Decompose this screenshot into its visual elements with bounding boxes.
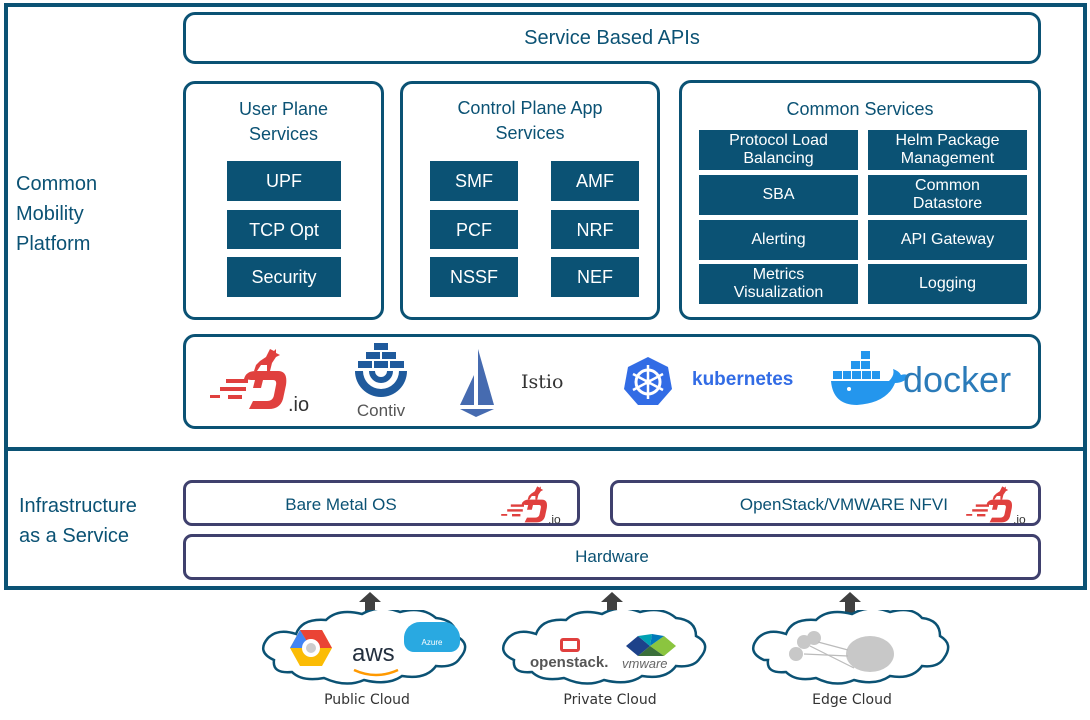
user-plane-title: User Plane Services [186,97,381,147]
bare-metal-os-label: Bare Metal OS [285,495,397,514]
tile-line: API Gateway [900,231,995,248]
service-tile-nrf: NRF [551,210,639,249]
title-line: Control Plane App [457,98,603,118]
platform-label-line: Common [16,173,98,195]
service-tile-security: Security [227,257,341,297]
common-service-tile: Logging [868,264,1027,304]
fdio-text: .io [548,513,561,526]
contiv-logo-icon [355,343,407,397]
platform-label-line: Platform [16,233,91,255]
fdio-small-logo: .io [498,484,568,526]
fdio-logo-icon: .io [966,486,1026,526]
fdio-text: .io [1013,513,1026,526]
bare-metal-os-box: Bare Metal OS .io [183,480,580,526]
edge-nodes-icon [789,631,894,672]
title-line: User Plane [238,99,329,119]
control-plane-services-box: Control Plane App Services SMF AMF PCF N… [400,81,660,320]
technology-logos-box: .io Contiv Istio [183,334,1041,429]
cloud-icon [501,610,707,685]
tile-line: Metrics [752,266,805,283]
title-line: Services [248,124,319,144]
hardware-label: Hardware [575,547,649,566]
google-cloud-icon [290,630,332,666]
common-service-tile: SBA [699,175,858,215]
fdio-logo-icon: .io [501,486,561,526]
title-line: Services [495,123,565,143]
service-based-apis-box: Service Based APIs [183,12,1041,64]
docker-label: docker [903,359,1012,400]
common-service-tile: Alerting [699,220,858,260]
platform-label-line: Mobility [16,203,84,225]
edge-cloud-label: Edge Cloud [812,692,892,708]
vmware-icon [626,634,676,656]
service-tile-pcf: PCF [430,210,518,249]
tile-line: Logging [919,275,976,292]
nfvi-label: OpenStack/VMWARE NFVI [739,495,948,514]
tile-line: Common [915,177,980,194]
infra-label-line: as a Service [19,525,130,547]
contiv-logo: Contiv [351,341,411,426]
tile-line: Visualization [733,284,824,301]
public-cloud: aws Azure Public Cloud [252,610,482,720]
istio-logo: Istio [458,345,578,425]
up-arrow-icon [839,592,861,620]
istio-label: Istio [521,371,564,393]
tile-line: Helm Package [895,132,1000,149]
azure-logo: Azure [404,622,460,652]
tile-line: Management [900,150,995,167]
kubernetes-helm-icon [624,357,672,405]
service-tile-nssf: NSSF [430,257,518,297]
infrastructure-label: Infrastructure as a Service [19,491,137,551]
service-tile-nef: NEF [551,257,639,297]
fdio-logo: .io [208,345,318,415]
docker-logo: docker [829,349,1029,419]
service-tile-tcp-opt: TCP Opt [227,210,341,249]
fdio-text: .io [288,394,309,415]
service-tile-upf: UPF [227,161,341,201]
aws-logo: aws [352,640,395,667]
vmware-label: vmware [622,656,668,671]
up-arrow-icon [601,592,623,620]
istio-sail-icon [460,349,494,417]
up-arrow-icon [359,592,381,620]
fdio-logo-icon: .io [210,349,309,415]
openstack-label: openstack. [530,654,609,671]
aws-smile-icon [353,668,399,677]
service-tile-amf: AMF [551,161,639,201]
user-plane-services-box: User Plane Services UPF TCP Opt Security [183,81,384,320]
common-services-title: Common Services [786,99,934,119]
edge-cloud: Edge Cloud [742,610,962,720]
tile-line: Balancing [743,150,814,167]
hardware-box: Hardware [183,534,1041,580]
public-cloud-label: Public Cloud [324,692,410,708]
common-service-tile: API Gateway [868,220,1027,260]
control-plane-title: Control Plane App Services [403,96,657,146]
infrastructure-section [4,447,1087,590]
openstack-vmware-nfvi-box: OpenStack/VMWARE NFVI .io [610,480,1041,526]
tile-line: Protocol Load [729,132,828,149]
fdio-small-logo: .io [963,484,1033,526]
tile-line: Alerting [751,231,806,248]
private-cloud: openstack. vmware Private Cloud [492,610,728,720]
service-based-apis-label: Service Based APIs [524,26,700,49]
arrows-layer [359,592,861,620]
azure-label: Azure [421,638,443,647]
infra-label-line: Infrastructure [19,495,137,517]
service-tile-smf: SMF [430,161,518,201]
kubernetes-label: kubernetes [692,369,794,390]
contiv-label: Contiv [356,401,406,420]
kubernetes-logo: kubernetes [622,355,812,415]
private-cloud-label: Private Cloud [563,692,657,708]
tile-line: SBA [762,186,795,203]
openstack-icon [560,638,580,652]
docker-whale-icon [831,351,909,405]
tile-line: Datastore [912,195,983,212]
platform-label: Common Mobility Platform [16,169,97,259]
